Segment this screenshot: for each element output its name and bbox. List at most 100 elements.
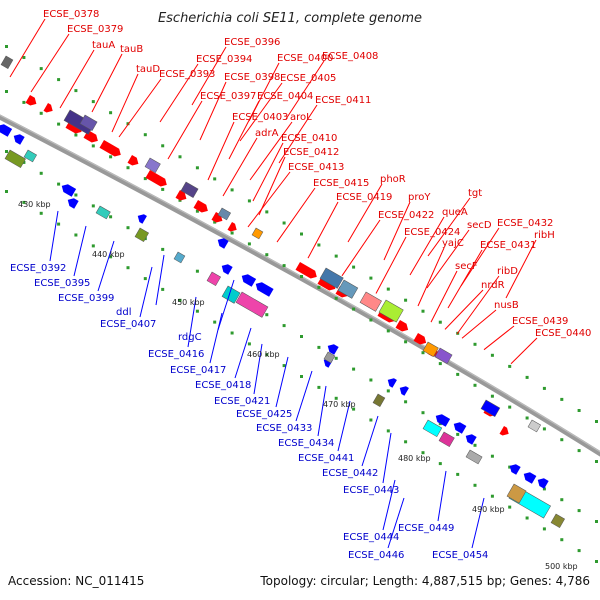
forward-gene-label[interactable]: nusB bbox=[494, 300, 519, 311]
forward-label-leader bbox=[427, 197, 471, 257]
reverse-gene-label[interactable]: ECSE_0449 bbox=[398, 523, 454, 534]
forward-gene-label[interactable]: ECSE_0411 bbox=[315, 95, 371, 106]
forward-gene-label[interactable]: proY bbox=[408, 192, 431, 203]
forward-gene-label[interactable]: ECSE_0432 bbox=[497, 218, 553, 229]
gene-feature-box bbox=[378, 299, 404, 323]
reverse-gene-label[interactable]: ECSE_0444 bbox=[343, 532, 399, 543]
reverse-label-leader bbox=[275, 356, 289, 408]
scale-tick-dot bbox=[39, 171, 43, 175]
scale-label: 430 kbp bbox=[18, 200, 51, 209]
reverse-gene-label[interactable]: ECSE_0416 bbox=[148, 349, 204, 360]
reverse-label-leader bbox=[471, 497, 485, 549]
scale-tick-dot bbox=[317, 285, 321, 289]
forward-label-leader bbox=[258, 156, 286, 216]
reverse-gene-label[interactable]: ECSE_0421 bbox=[214, 396, 270, 407]
forward-gene-label[interactable]: tauB bbox=[120, 44, 143, 55]
forward-gene-label[interactable]: ECSE_0419 bbox=[336, 192, 392, 203]
forward-gene-label[interactable]: ECSE_0440 bbox=[535, 328, 591, 339]
forward-gene-label[interactable]: yajC bbox=[442, 238, 464, 249]
forward-gene-label[interactable]: ECSE_0393 bbox=[159, 69, 215, 80]
map-title: Escherichia coli SE11, complete genome bbox=[158, 11, 422, 26]
gene-feature-box bbox=[235, 291, 269, 318]
reverse-gene-label[interactable]: ECSE_0446 bbox=[348, 550, 404, 561]
reverse-gene-label[interactable]: ECSE_0417 bbox=[170, 365, 226, 376]
forward-label-leader bbox=[347, 183, 383, 243]
forward-gene-label[interactable]: ECSE_0394 bbox=[196, 54, 252, 65]
scale-tick-dot bbox=[404, 340, 408, 344]
reverse-gene-label[interactable]: ECSE_0399 bbox=[58, 293, 114, 304]
scale-tick-dot bbox=[213, 320, 217, 324]
scale-tick-dot bbox=[22, 200, 26, 204]
forward-label-leader bbox=[247, 171, 291, 228]
forward-gene-label[interactable]: ECSE_0413 bbox=[288, 162, 344, 173]
scale-tick-dot bbox=[508, 505, 512, 509]
forward-label-leader bbox=[59, 49, 95, 109]
forward-gene-label[interactable]: secF bbox=[455, 261, 478, 272]
gene-feature-box bbox=[206, 271, 222, 287]
forward-gene-label[interactable]: secD bbox=[467, 220, 492, 231]
forward-gene-label[interactable]: tgt bbox=[468, 188, 482, 199]
forward-gene-label[interactable]: adrA bbox=[255, 128, 279, 139]
forward-gene-label[interactable]: ECSE_0398 bbox=[224, 72, 280, 83]
forward-gene-label[interactable]: nrdR bbox=[481, 280, 505, 291]
forward-gene-label[interactable]: ECSE_0405 bbox=[280, 73, 336, 84]
scale-tick-dot bbox=[282, 364, 286, 368]
reverse-gene-label[interactable]: ddl bbox=[116, 307, 131, 318]
forward-gene-label[interactable]: ECSE_0439 bbox=[512, 316, 568, 327]
forward-gene-label[interactable]: ECSE_0424 bbox=[404, 227, 460, 238]
forward-gene-label[interactable]: ECSE_0410 bbox=[281, 133, 337, 144]
scale-tick-dot bbox=[577, 449, 581, 453]
reverse-gene-label[interactable]: ECSE_0454 bbox=[432, 550, 488, 561]
scale-tick-dot bbox=[334, 296, 338, 300]
forward-gene-label[interactable]: ECSE_0415 bbox=[313, 178, 369, 189]
forward-gene-label[interactable]: tauA bbox=[92, 40, 115, 51]
forward-gene-arrow bbox=[227, 222, 237, 232]
scale-tick-dot bbox=[91, 204, 95, 208]
forward-label-leader bbox=[341, 219, 381, 277]
forward-gene-label[interactable]: queA bbox=[442, 207, 468, 218]
reverse-gene-label[interactable]: ECSE_0442 bbox=[322, 468, 378, 479]
forward-gene-arrow bbox=[413, 333, 427, 345]
reverse-label-leader bbox=[317, 385, 327, 437]
scale-tick-dot bbox=[369, 318, 373, 322]
forward-gene-label[interactable]: ribH bbox=[534, 230, 555, 241]
forward-gene-label[interactable]: ECSE_0412 bbox=[283, 147, 339, 158]
reverse-gene-label[interactable]: ECSE_0434 bbox=[278, 438, 334, 449]
reverse-label-leader bbox=[382, 479, 396, 531]
forward-gene-label[interactable]: ECSE_0431 bbox=[480, 240, 536, 251]
reverse-gene-label[interactable]: ECSE_0443 bbox=[343, 485, 399, 496]
gene-feature-box bbox=[319, 267, 344, 289]
scale-tick-dot bbox=[265, 210, 269, 214]
forward-gene-label[interactable]: ECSE_0404 bbox=[257, 91, 313, 102]
scale-tick-dot bbox=[57, 122, 61, 126]
scale-tick-dot bbox=[352, 407, 356, 411]
reverse-gene-label[interactable]: ECSE_0425 bbox=[236, 409, 292, 420]
reverse-gene-label[interactable]: ECSE_0433 bbox=[256, 423, 312, 434]
reverse-gene-label[interactable]: ECSE_0418 bbox=[195, 380, 251, 391]
forward-gene-label[interactable]: ECSE_0408 bbox=[322, 51, 378, 62]
reverse-gene-label[interactable]: rdgC bbox=[178, 332, 202, 343]
forward-gene-label[interactable]: ECSE_0379 bbox=[67, 24, 123, 35]
reverse-gene-label[interactable]: ECSE_0392 bbox=[10, 263, 66, 274]
forward-gene-label[interactable]: phoR bbox=[380, 174, 406, 185]
forward-gene-label[interactable]: tauD bbox=[136, 64, 160, 75]
forward-gene-label[interactable]: ECSE_0378 bbox=[43, 9, 99, 20]
scale-tick-dot bbox=[369, 378, 373, 382]
reverse-gene-label[interactable]: ECSE_0395 bbox=[34, 278, 90, 289]
forward-gene-label[interactable]: ECSE_0400 bbox=[277, 53, 333, 64]
forward-gene-label[interactable]: ribD bbox=[497, 266, 518, 277]
forward-gene-label[interactable]: ECSE_0397 bbox=[200, 91, 256, 102]
forward-gene-label[interactable]: aroL bbox=[290, 112, 312, 123]
forward-gene-label[interactable]: ECSE_0403 bbox=[232, 112, 288, 123]
forward-label-leader bbox=[276, 187, 316, 243]
gene-feature-box bbox=[527, 419, 542, 433]
scale-tick-dot bbox=[404, 298, 408, 302]
scale-tick-dot bbox=[143, 133, 147, 137]
forward-gene-label[interactable]: ECSE_0396 bbox=[224, 37, 280, 48]
reverse-gene-label[interactable]: ECSE_0441 bbox=[298, 453, 354, 464]
gene-feature-box bbox=[434, 347, 453, 365]
reverse-gene-label[interactable]: ECSE_0407 bbox=[100, 319, 156, 330]
forward-label-leader bbox=[239, 82, 283, 142]
forward-gene-label[interactable]: ECSE_0422 bbox=[378, 210, 434, 221]
gene-feature-box bbox=[465, 449, 483, 465]
